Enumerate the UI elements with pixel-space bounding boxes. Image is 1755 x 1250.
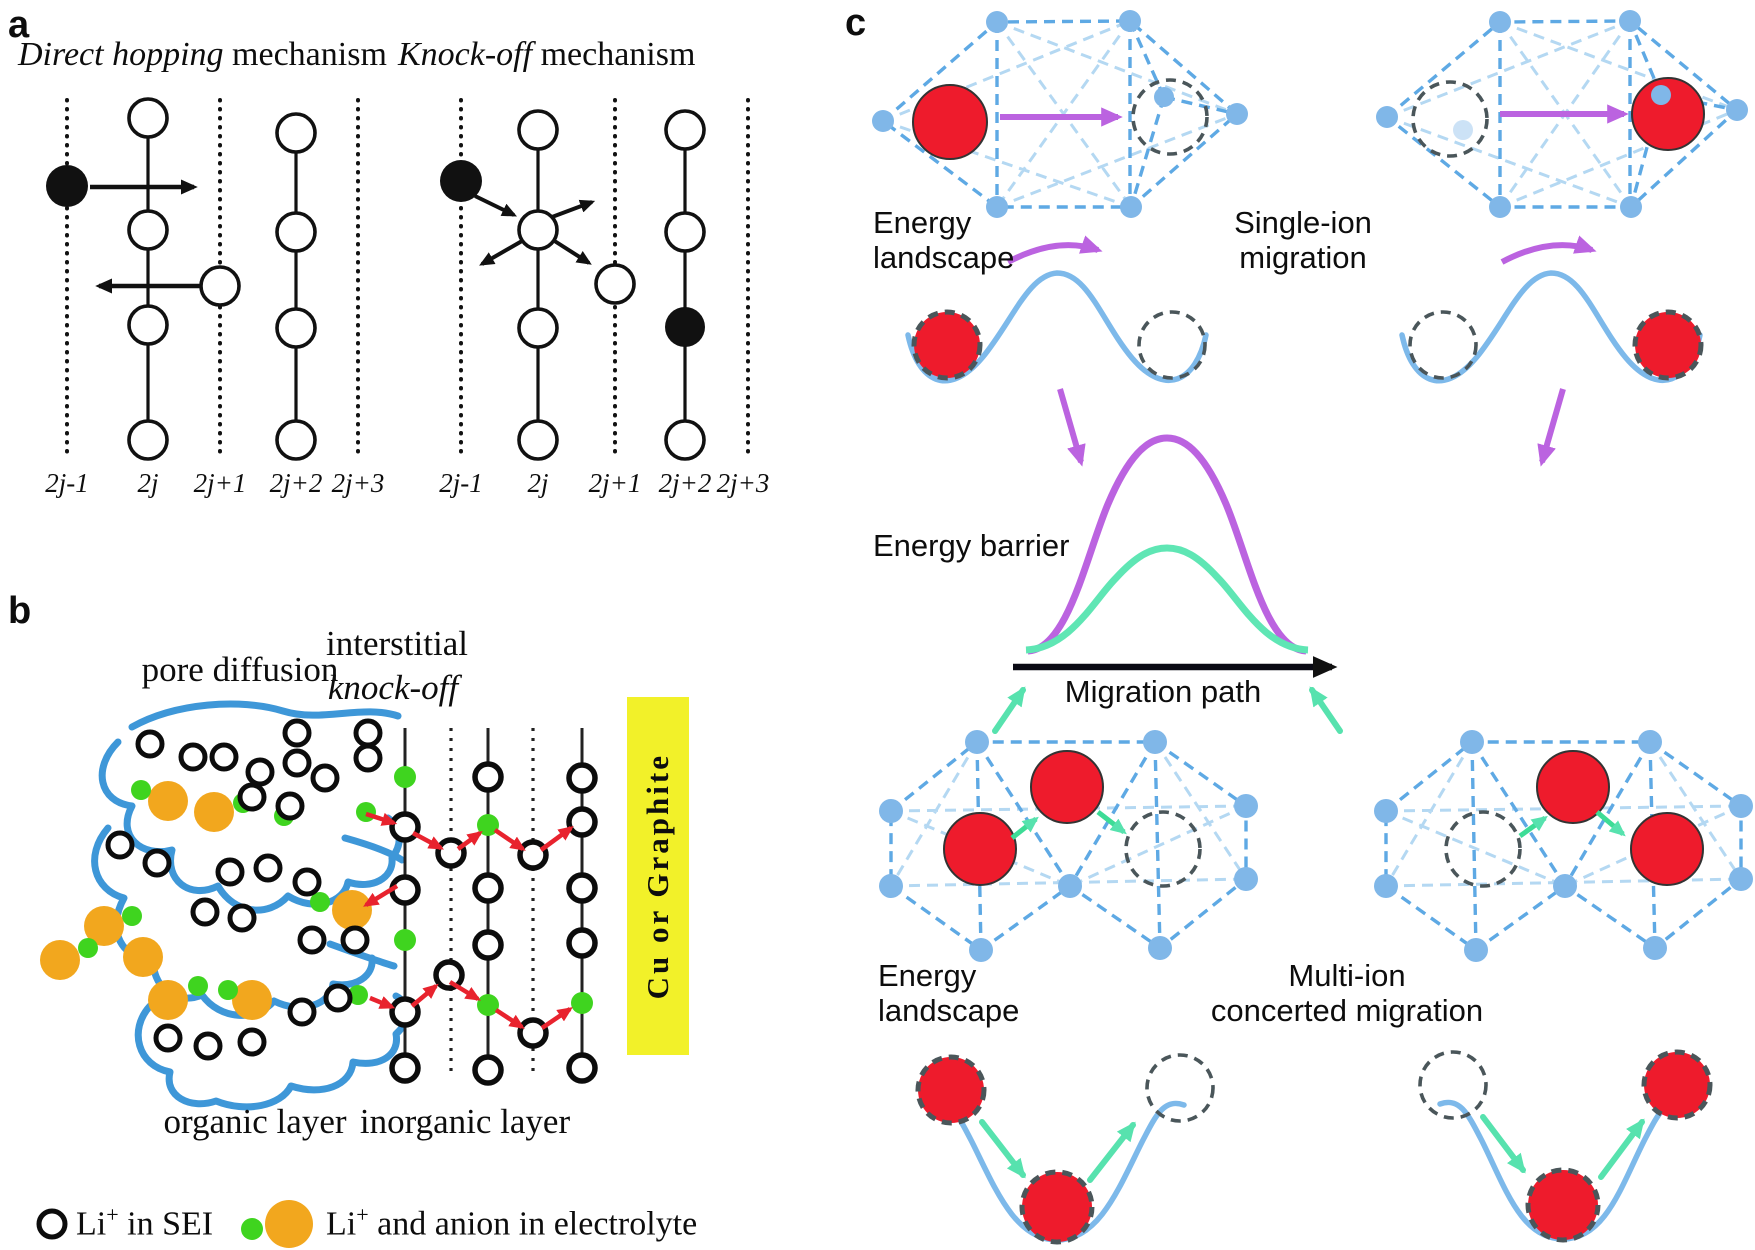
column-label: 2j+2 — [658, 468, 712, 498]
multi-ion-energy-landscape-right — [1418, 1049, 1713, 1243]
lithium-ion — [1632, 309, 1704, 381]
vacancy-circle — [1411, 80, 1489, 158]
lithium-ion — [943, 812, 1017, 886]
single-ion-barrier-curve — [1027, 434, 1307, 655]
inorganic-lattice — [389, 728, 598, 1086]
lithium-ion — [1525, 1167, 1601, 1243]
lithium-ion — [1630, 812, 1704, 886]
hop-over-barrier-arrow — [1500, 235, 1597, 265]
incoming-ion — [440, 160, 482, 202]
electrolyte-lithium — [78, 780, 376, 1005]
octahedra-multi-ion-before — [879, 730, 1258, 962]
octahedra-single-ion-after — [1376, 10, 1748, 218]
anion-icon — [265, 1200, 313, 1248]
single-ion-migration-caption: Single-ion migration — [1234, 205, 1372, 275]
vacancy-circle — [1408, 310, 1478, 380]
octahedra-multi-ion-after — [1374, 730, 1753, 962]
panel-label-c: c — [845, 2, 867, 44]
lithium-ion — [912, 84, 988, 160]
octahedra-single-ion-before — [872, 10, 1248, 218]
electrode-bar — [627, 697, 689, 1055]
energy-landscape-caption-bottom: Energy landscape — [878, 958, 1020, 1028]
vacancy-circle — [1145, 1053, 1215, 1123]
vacancy-circle — [1418, 1050, 1488, 1120]
energy-landscape-caption-top: Energy landscape — [873, 205, 1015, 275]
direct-hopping-title: Direct hopping mechanism — [18, 36, 387, 73]
li-sei-icon — [36, 1208, 68, 1240]
sei-schematic — [36, 697, 689, 1248]
single-ion-energy-landscape-left — [905, 235, 1209, 467]
column-label: 2j — [527, 468, 549, 498]
electrode-label: Cu or Graphite — [640, 752, 675, 1000]
to-barrier-arrow — [1057, 388, 1086, 467]
vacancy-circle — [1131, 78, 1209, 156]
vacancy-circle — [1444, 810, 1522, 888]
vacancy-circle — [1137, 310, 1207, 380]
hop-over-barrier-arrow — [1006, 235, 1103, 265]
legend-icons — [36, 1200, 313, 1248]
multi-ion-energy-landscape-left — [915, 1053, 1215, 1245]
column-label: 2j-1 — [439, 468, 483, 498]
column-label: 2j+3 — [716, 468, 770, 498]
multi-ion-barrier-curve — [1025, 544, 1309, 654]
column-label: 2j+2 — [269, 468, 323, 498]
lithium-ion — [1641, 1049, 1713, 1121]
vacancy-circle — [1124, 810, 1202, 888]
knocked-off-ion — [594, 263, 636, 305]
legend-li-anion: Li+ and anion in electrolyte — [326, 1202, 698, 1243]
lithium-ion — [1019, 1169, 1095, 1245]
interstitial-label: interstitial — [326, 624, 468, 663]
lithium-ion — [1631, 77, 1705, 151]
electrolyte-anions — [40, 781, 372, 1020]
column-label: 2j-1 — [45, 468, 89, 498]
hopping-ion — [46, 165, 88, 207]
knocked-in-ion — [665, 307, 705, 347]
energy-barrier-plot — [992, 434, 1343, 734]
sei-lithium-ions — [105, 718, 383, 1061]
lithium-ion — [911, 309, 983, 381]
single-ion-energy-landscape-right — [1399, 235, 1704, 467]
pore-diffusion-label: pore diffusion — [141, 650, 339, 689]
legend-li-sei: Li+ in SEI — [76, 1202, 214, 1243]
single-ion-migration-diagrams — [872, 10, 1753, 1245]
to-barrier-arrow — [1537, 388, 1566, 467]
migration-path-caption: Migration path — [1064, 674, 1262, 709]
inorganic-layer-label: inorganic layer — [359, 1102, 571, 1141]
knock-off-diagram — [440, 98, 750, 461]
interstitial-knockoff-label: knock-off — [327, 668, 459, 707]
energy-barrier-caption: Energy barrier — [873, 528, 1070, 563]
knock-off-hop-arrows — [363, 811, 574, 1030]
knock-off-title: Knock-off mechanism — [398, 36, 696, 73]
column-label: 2j+1 — [193, 468, 247, 498]
column-label: 2j — [137, 468, 159, 498]
lithium-ion — [1030, 750, 1104, 824]
lithium-ion — [915, 1054, 987, 1126]
li-electrolyte-icon — [241, 1218, 263, 1240]
multi-ion-migration-caption: Multi-ion concerted migration — [1210, 958, 1484, 1028]
column-label: 2j+1 — [588, 468, 642, 498]
organic-layer-label: organic layer — [163, 1102, 347, 1141]
lithium-ion — [1536, 750, 1610, 824]
panel-label-a: a — [8, 4, 30, 46]
panel-label-b: b — [8, 590, 32, 632]
column-label: 2j+3 — [331, 468, 385, 498]
direct-hopping-diagram — [46, 97, 360, 461]
